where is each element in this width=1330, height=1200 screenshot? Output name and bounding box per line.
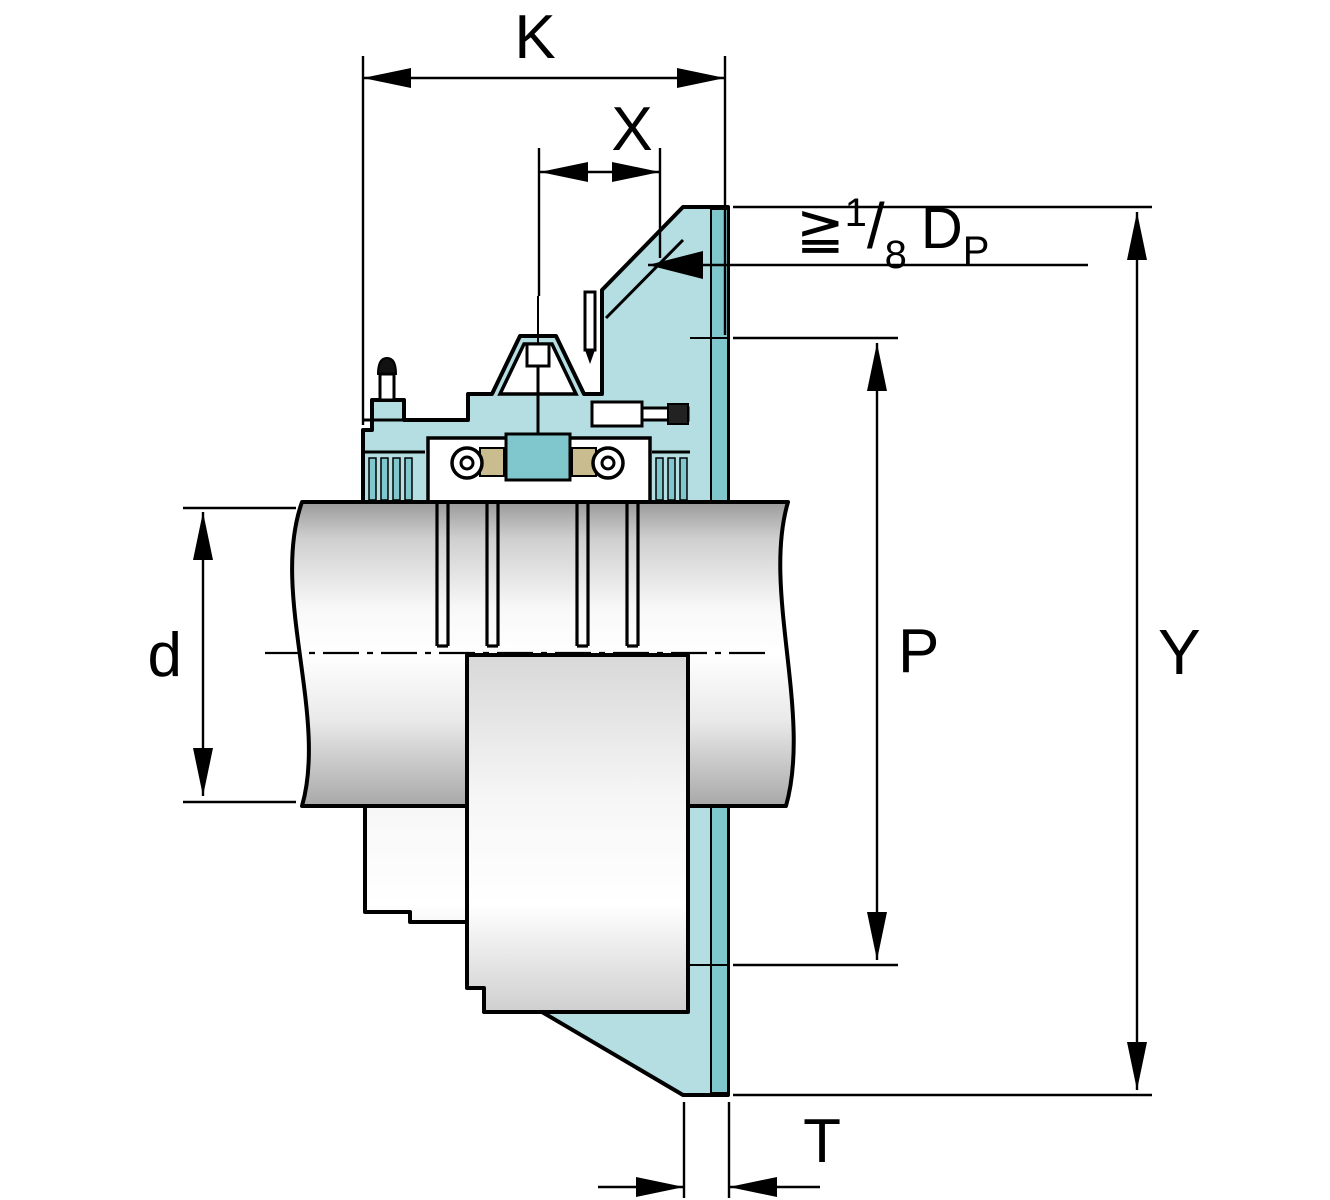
label-K: K (514, 3, 555, 72)
labyrinth-seal-right (652, 450, 690, 501)
dimension-P: P (733, 336, 939, 967)
cap-bolt-head (525, 342, 551, 368)
dimension-K: K (361, 3, 727, 425)
ball-right-center (600, 455, 616, 471)
arrowhead-T-right (729, 1177, 777, 1197)
arrowhead-Y-bottom (1127, 1042, 1147, 1090)
arrowhead-K-left (363, 68, 411, 88)
ball-left-center (459, 455, 475, 471)
arrowhead-d-bottom (193, 748, 213, 796)
arrowhead-Y-top (1127, 212, 1147, 260)
cap-and-bolt (497, 296, 579, 434)
label-d: d (148, 621, 182, 690)
cartridge-front-lower (465, 653, 690, 1014)
arrowhead-P-bottom (867, 912, 887, 960)
arrowhead-T-left (636, 1177, 684, 1197)
bearing-insert (426, 432, 652, 504)
grease-fitting (376, 356, 398, 402)
dimension-T: T (598, 1102, 841, 1198)
sleeve-section-lines (435, 502, 640, 648)
back-cover-lower (363, 804, 469, 924)
arrowhead-X-right (612, 162, 660, 182)
arrowhead-d-top (193, 512, 213, 560)
dimension-Y: Y (733, 205, 1201, 1097)
label-Y: Y (1158, 616, 1201, 688)
arrowhead-K-right (677, 68, 725, 88)
arrowhead-P-top (867, 343, 887, 391)
gusset-inner-wall-line (604, 238, 685, 320)
dimension-X: X (537, 95, 662, 296)
cage-left (479, 447, 505, 477)
locking-rod (590, 400, 690, 428)
label-X: X (611, 95, 652, 164)
inner-ring-block (504, 432, 572, 482)
arrowhead-note (648, 251, 703, 279)
arrowhead-X-left (540, 162, 588, 182)
dimension-d: d (148, 506, 296, 804)
label-P: P (898, 617, 939, 686)
label-T: T (803, 1107, 841, 1176)
vent-pin (583, 290, 597, 364)
